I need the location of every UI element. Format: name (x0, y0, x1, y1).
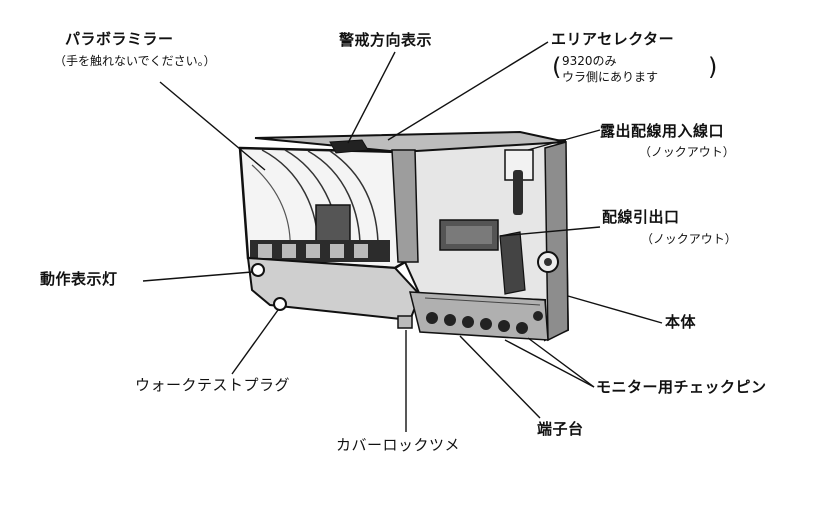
mirror-section (238, 139, 419, 270)
side-slot (513, 170, 523, 215)
label-monitor-check-pin: モニター用チェックピン (596, 378, 767, 396)
leader-body (567, 295, 663, 324)
leader-outlet (499, 226, 601, 237)
label-exposed-wiring-entry: 露出配線用入線口 (600, 122, 725, 140)
label-parabola-mirror: パラボラミラー (65, 30, 174, 48)
label-terminal-block: 端子台 (537, 420, 584, 438)
leader-lamp (142, 271, 253, 282)
body-side (544, 141, 569, 342)
front-cover (246, 256, 422, 329)
label-alarm-direction: 警戒方向表示 (339, 31, 433, 49)
leader-alarm (347, 51, 396, 144)
leader-area (387, 41, 549, 141)
operation-lamp-shape (251, 263, 265, 277)
sensor-block (315, 204, 351, 246)
label-area-selector-note-1: 9320のみ (562, 54, 617, 68)
label-area-selector-note-2: ウラ側にあります (562, 70, 659, 84)
leader-pin-2 (527, 337, 595, 388)
check-pins (499, 231, 526, 295)
leader-pin-1 (504, 339, 595, 388)
leader-exposed (527, 129, 601, 151)
label-area-selector-bracket-right: ) (708, 53, 718, 81)
label-operation-lamp: 動作表示灯 (40, 270, 118, 288)
leader-plug (231, 309, 279, 375)
direction-indicator (329, 139, 369, 154)
label-area-selector: エリアセレクター (551, 30, 675, 48)
cover-panel (246, 256, 422, 322)
leader-lines (142, 41, 663, 432)
walk-test-plug-shape (273, 297, 287, 311)
label-wiring-outlet: 配線引出口 (602, 208, 680, 226)
device-body (254, 130, 570, 342)
label-walk-test-plug: ウォークテストプラグ (135, 376, 291, 394)
label-exposed-wiring-entry-note: （ノックアウト） (639, 145, 735, 159)
divider-column (391, 149, 419, 263)
label-main-body: 本体 (665, 313, 697, 331)
label-wiring-outlet-note: （ノックアウト） (641, 232, 737, 246)
terminal-block-shape (409, 231, 549, 341)
cover-lock-shape (397, 315, 413, 329)
outlet-window-inner (446, 226, 492, 244)
leader-parabola (159, 81, 266, 171)
leader-terminal (459, 335, 541, 419)
label-area-selector-bracket-left: ( (552, 53, 562, 81)
knob-center (544, 258, 552, 266)
label-cover-lock-claw: カバーロックツメ (336, 436, 461, 454)
label-parabola-mirror-note: （手を触れないでください。） (54, 54, 216, 68)
